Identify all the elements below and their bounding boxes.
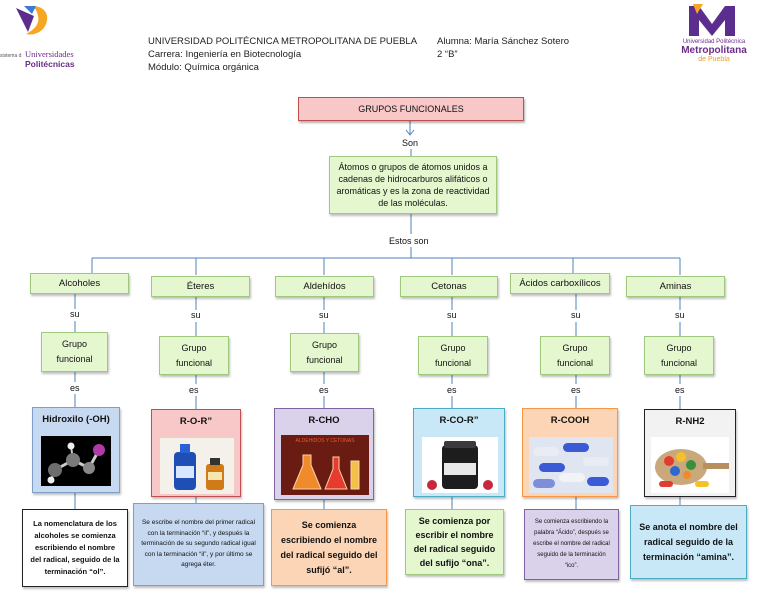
connector-su: su bbox=[191, 310, 201, 320]
connector-es: es bbox=[70, 383, 80, 393]
category-label: Éteres bbox=[186, 281, 215, 292]
formula-card-alcoholes: Hidroxilo (-OH) bbox=[32, 407, 120, 493]
lab-glassware-icon bbox=[292, 454, 360, 490]
description-aldehidos: Se comienza escribiendo el nombre del ra… bbox=[271, 509, 387, 586]
category-label: Aldehídos bbox=[303, 281, 346, 292]
category-alcoholes: Alcoholes bbox=[30, 273, 129, 294]
connector-es: es bbox=[319, 385, 329, 395]
description-acidos: Se comienza escribiendo la palabra “Ácid… bbox=[524, 509, 619, 580]
upmp-logo-icon bbox=[689, 4, 735, 36]
ketone-supplement-image bbox=[422, 437, 498, 493]
diagram-title-text: GRUPOS FUNCIONALES bbox=[358, 104, 464, 114]
description-aminas: Se anota el nombre del radical seguido d… bbox=[630, 505, 747, 579]
grupo-funcional-box: Grupo funcional bbox=[418, 336, 488, 375]
logo-universidades-politecnicas: sistema d Universidades Politécnicas bbox=[0, 2, 90, 72]
description-text: Se escribe el nombre del primer radical … bbox=[141, 519, 256, 569]
formula-text: R-CO-R” bbox=[439, 415, 479, 426]
logo-right-line3: de Puebla bbox=[698, 56, 730, 63]
formula-text: Hidroxilo (-OH) bbox=[42, 414, 110, 425]
category-label: Alcoholes bbox=[58, 278, 101, 289]
molecule-model-image bbox=[41, 436, 111, 486]
description-text: Se comienza escribiendo el nombre del ra… bbox=[280, 519, 378, 575]
category-aminas: Aminas bbox=[626, 276, 725, 297]
grupo-funcional-label: Grupo funcional bbox=[434, 342, 472, 368]
connector-es: es bbox=[189, 385, 199, 395]
description-eteres: Se escribe el nombre del primer radical … bbox=[133, 503, 264, 586]
definition-box: Átomos o grupos de átomos unidos a caden… bbox=[329, 156, 497, 214]
capsules-image bbox=[529, 437, 613, 493]
connector-su: su bbox=[447, 310, 457, 320]
connector-estos-son: Estos son bbox=[389, 236, 429, 246]
category-label: Ácidos carboxílicos bbox=[519, 278, 601, 289]
formula-card-aminas: R-NH2 bbox=[644, 409, 736, 497]
header-university: UNIVERSIDAD POLITÉCNICA METROPOLITANA DE… bbox=[148, 36, 418, 47]
formula-text: R-CHO bbox=[308, 415, 340, 426]
formula-card-eteres: R-O-R” bbox=[151, 409, 241, 497]
description-text: Se anota el nombre del radical seguido d… bbox=[639, 521, 738, 562]
header-student: Alumna: María Sánchez Sotero bbox=[437, 36, 570, 47]
grupo-funcional-box: Grupo funcional bbox=[540, 336, 610, 375]
grupo-funcional-box: Grupo funcional bbox=[290, 333, 359, 372]
header-group: 2 “B” bbox=[437, 49, 458, 60]
header-module: Módulo: Química orgánica bbox=[148, 62, 259, 73]
grupo-funcional-box: Grupo funcional bbox=[644, 336, 714, 375]
connector-su: su bbox=[571, 310, 581, 320]
logo-left-small-text: sistema d bbox=[0, 53, 22, 59]
grupo-funcional-label: Grupo funcional bbox=[660, 342, 698, 368]
formula-card-aldehidos: R-CHO ALDEHIDOS Y CETONAS bbox=[274, 408, 374, 500]
grupo-funcional-label: Grupo funcional bbox=[556, 342, 594, 368]
category-aldehidos: Aldehídos bbox=[275, 276, 374, 297]
definition-text: Átomos o grupos de átomos unidos a caden… bbox=[336, 162, 490, 208]
logo-left-line2: Politécnicas bbox=[25, 59, 75, 69]
category-label: Aminas bbox=[659, 281, 692, 292]
grupo-funcional-label: Grupo funcional bbox=[56, 339, 93, 364]
logo-upmp: Universidad Politécnica Metropolitana de… bbox=[668, 2, 760, 66]
diagram-title: GRUPOS FUNCIONALES bbox=[298, 97, 524, 121]
connector-son: Son bbox=[402, 138, 419, 148]
formula-text: R-NH2 bbox=[675, 416, 705, 427]
description-cetonas: Se comienza por escribir el nombre del r… bbox=[405, 509, 504, 575]
up-logo-icon bbox=[16, 6, 48, 35]
connector-su: su bbox=[70, 309, 80, 319]
connector-es: es bbox=[675, 385, 685, 395]
grupo-funcional-box: Grupo funcional bbox=[159, 336, 229, 375]
connector-su: su bbox=[319, 310, 329, 320]
category-label: Cetonas bbox=[431, 281, 467, 292]
category-eteres: Éteres bbox=[151, 276, 250, 297]
category-cetonas: Cetonas bbox=[400, 276, 498, 297]
ether-bottles-image bbox=[160, 438, 234, 494]
logo-right-line1: Universidad Politécnica bbox=[682, 39, 746, 45]
description-text: Se comienza escribiendo la palabra “Ácid… bbox=[533, 519, 610, 569]
description-text: Se comienza por escribir el nombre del r… bbox=[413, 516, 496, 568]
logo-left-line1: Universidades bbox=[25, 49, 74, 59]
pills-spoon-image bbox=[651, 437, 729, 493]
description-alcoholes: La nomenclatura de los alcoholes se comi… bbox=[22, 509, 128, 587]
category-acidos-carboxilicos: Ácidos carboxílicos bbox=[510, 273, 610, 294]
grupo-funcional-box: Grupo funcional bbox=[41, 332, 108, 372]
header-career: Carrera: Ingeniería en Biotecnología bbox=[148, 49, 302, 60]
grupo-funcional-label: Grupo funcional bbox=[306, 339, 343, 365]
formula-text: R-O-R” bbox=[179, 416, 213, 427]
logo-right-line2: Metropolitana bbox=[681, 45, 747, 56]
grupo-funcional-label: Grupo funcional bbox=[175, 342, 213, 368]
formula-card-acidos: R-COOH bbox=[522, 408, 618, 497]
formula-card-cetonas: R-CO-R” bbox=[413, 408, 505, 497]
image-caption: ALDEHIDOS Y CETONAS bbox=[295, 438, 355, 444]
connector-su: su bbox=[675, 310, 685, 320]
connector-es: es bbox=[571, 385, 581, 395]
formula-text: R-COOH bbox=[550, 415, 590, 426]
description-text: La nomenclatura de los alcoholes se comi… bbox=[30, 519, 120, 576]
aldehyde-lab-image: ALDEHIDOS Y CETONAS bbox=[281, 435, 369, 495]
connector-es: es bbox=[447, 385, 457, 395]
